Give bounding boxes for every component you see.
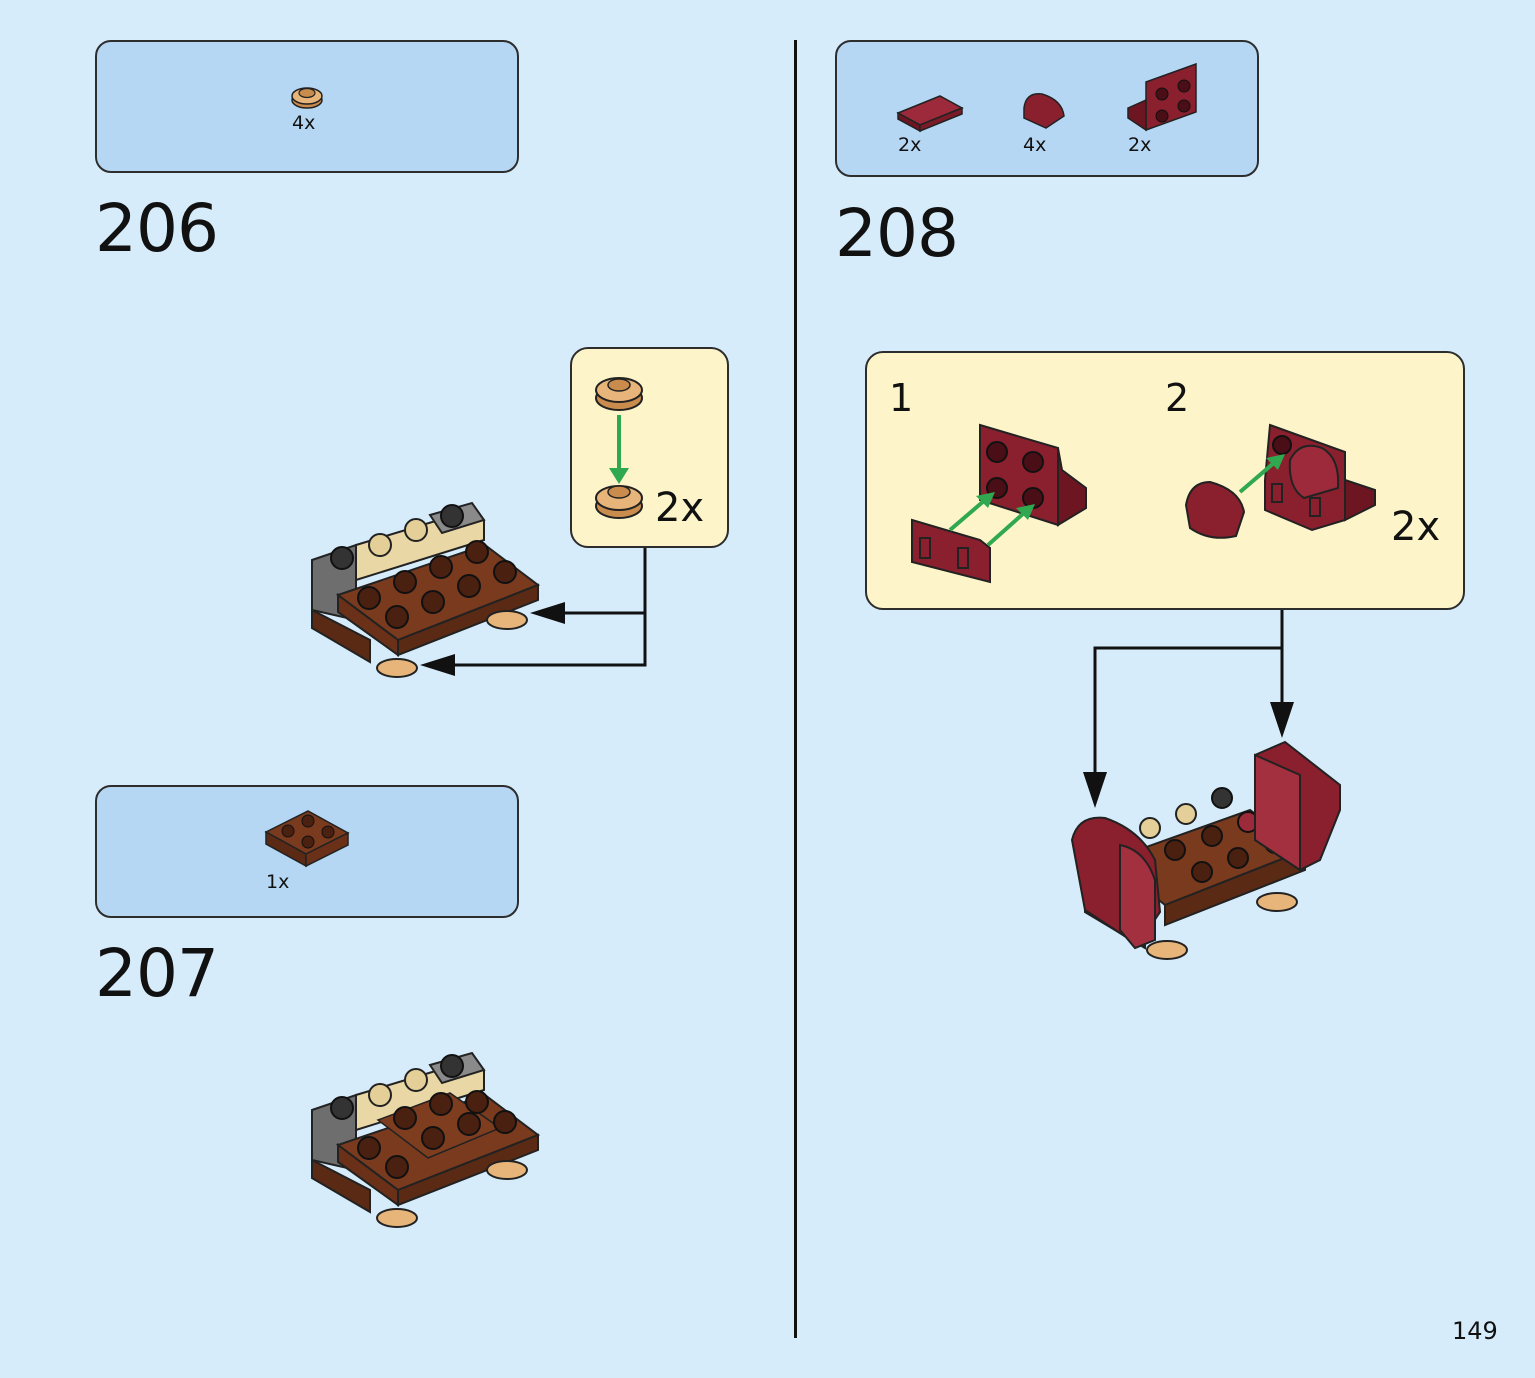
step-208-parts-box (835, 40, 1259, 177)
page-number: 149 (1452, 1317, 1498, 1345)
step-206-number: 206 (95, 190, 219, 267)
step-208-part-qty-2: 4x (1023, 134, 1047, 156)
step-208-model (1070, 740, 1341, 960)
step-206-part-qty: 4x (292, 112, 316, 134)
step-207-parts-box (95, 785, 519, 918)
step-206-subassembly-qty: 2x (655, 485, 705, 531)
step-208-substep-2-label: 2 (1165, 376, 1190, 420)
step-208-multiplier: 2x (1391, 504, 1441, 550)
step-208-number: 208 (835, 195, 959, 272)
step-208-part-qty-3: 2x (1128, 134, 1152, 156)
step-206-subassembly-box (570, 347, 729, 548)
page-divider (794, 40, 797, 1338)
step-206-parts-box (95, 40, 519, 173)
step-206-model (311, 501, 541, 678)
step-208-part-qty-1: 2x (898, 134, 922, 156)
step-208-substep-1-label: 1 (889, 376, 914, 420)
step-207-part-qty: 1x (266, 871, 290, 893)
step-207-number: 207 (95, 935, 219, 1012)
